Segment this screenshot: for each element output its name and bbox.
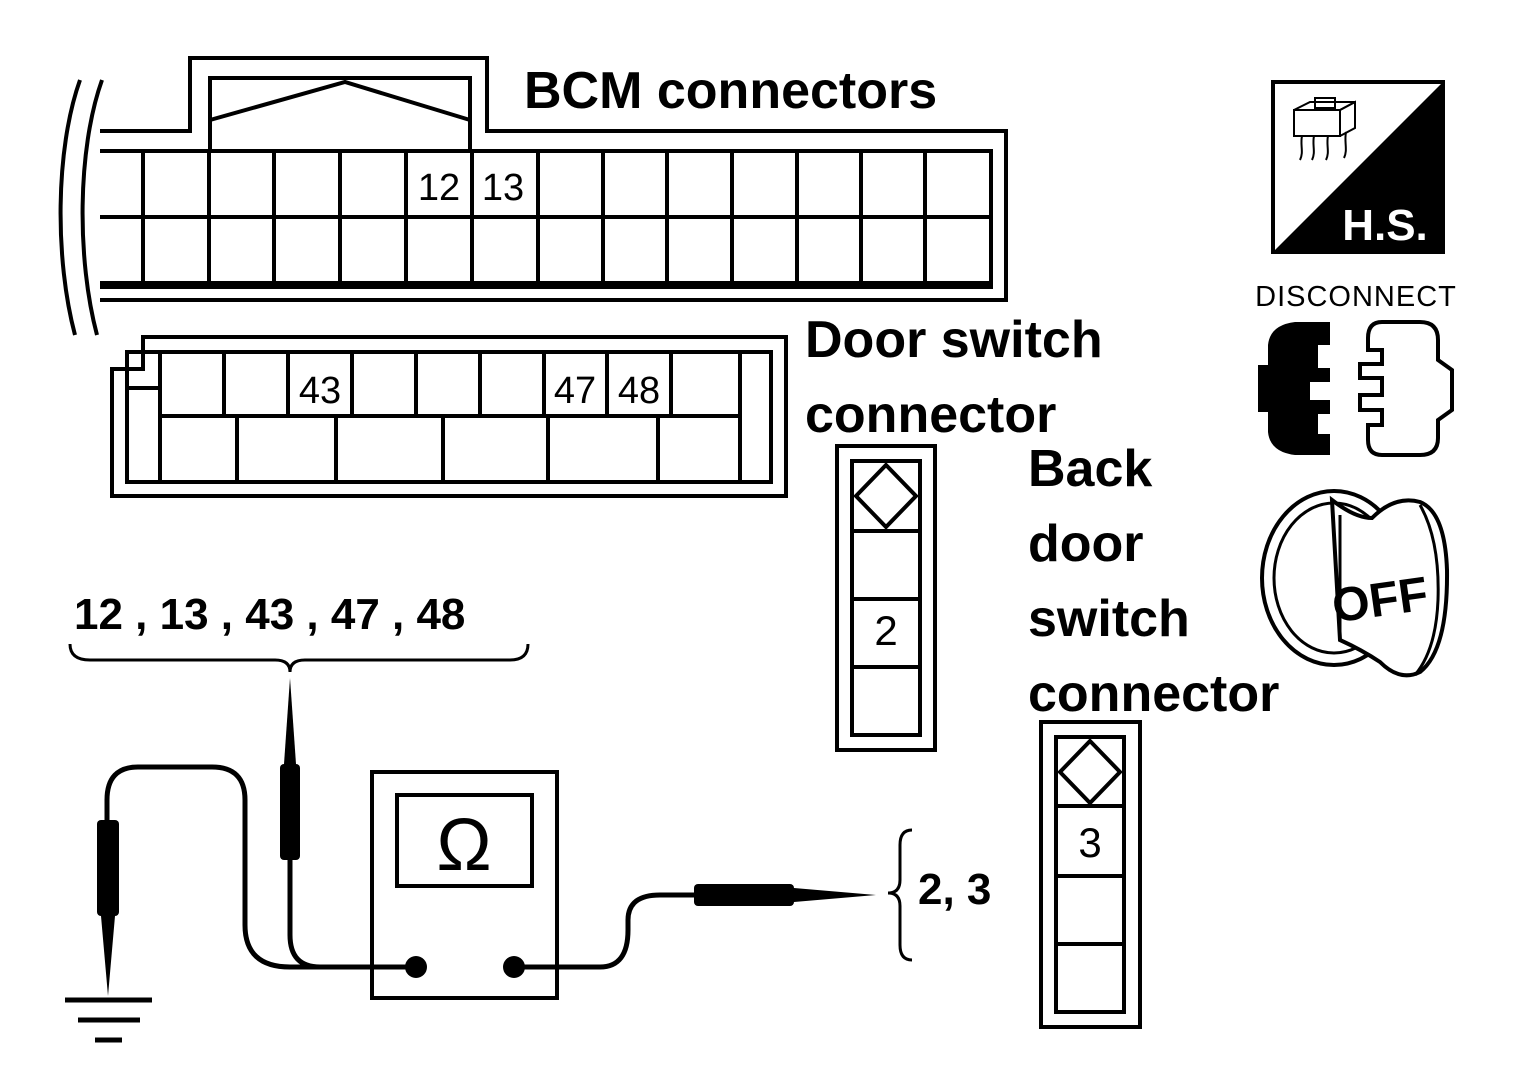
back-door-label-line2: door (1028, 515, 1144, 573)
bcm-pin-48: 48 (618, 370, 660, 412)
door-switch-connector (835, 444, 937, 752)
switch-probe (694, 884, 876, 906)
bcm-pin-12: 12 (418, 167, 460, 209)
back-door-label-line4: connector (1028, 665, 1279, 723)
switch-pins-label: 2, 3 (918, 865, 991, 914)
ignition-off-icon (1260, 489, 1450, 678)
bcm-probe-wire (287, 858, 416, 970)
back-door-switch-pin-3: 3 (1078, 819, 1101, 866)
disconnect-connector-icon (1258, 320, 1454, 457)
disconnect-label: DISCONNECT (1255, 281, 1457, 313)
back-door-label-line1: Back (1028, 440, 1152, 498)
bcm-upper-connector (58, 56, 1008, 336)
bcm-lower-connector (110, 335, 788, 498)
door-switch-label-line1: Door switch (805, 311, 1103, 369)
ignition-off-text: OFF (1329, 568, 1431, 634)
back-door-label-line3: switch (1028, 590, 1190, 648)
bcm-connectors-label: BCM connectors (524, 62, 937, 120)
hand-held-connector-icon (1271, 80, 1445, 254)
bcm-pin-47: 47 (554, 370, 596, 412)
bcm-pin-43: 43 (299, 370, 341, 412)
switch-probe-wire (514, 892, 700, 970)
back-door-switch-connector (1039, 720, 1142, 1029)
bcm-probe (280, 678, 300, 860)
pin-list-brace (68, 643, 530, 673)
ground-lead-wire (104, 764, 416, 970)
door-switch-label-line2: connector (805, 386, 1056, 444)
hs-badge-text: H.S. (1342, 201, 1428, 250)
ground-icon (65, 997, 152, 1043)
bcm-pin-list: 12 , 13 , 43 , 47 , 48 (74, 590, 465, 639)
ground-probe (97, 820, 119, 996)
switch-pins-brace (887, 828, 913, 962)
door-switch-pin-2: 2 (874, 607, 897, 654)
ohmmeter-icon: Ω (436, 803, 491, 886)
bcm-pin-13: 13 (482, 167, 524, 209)
